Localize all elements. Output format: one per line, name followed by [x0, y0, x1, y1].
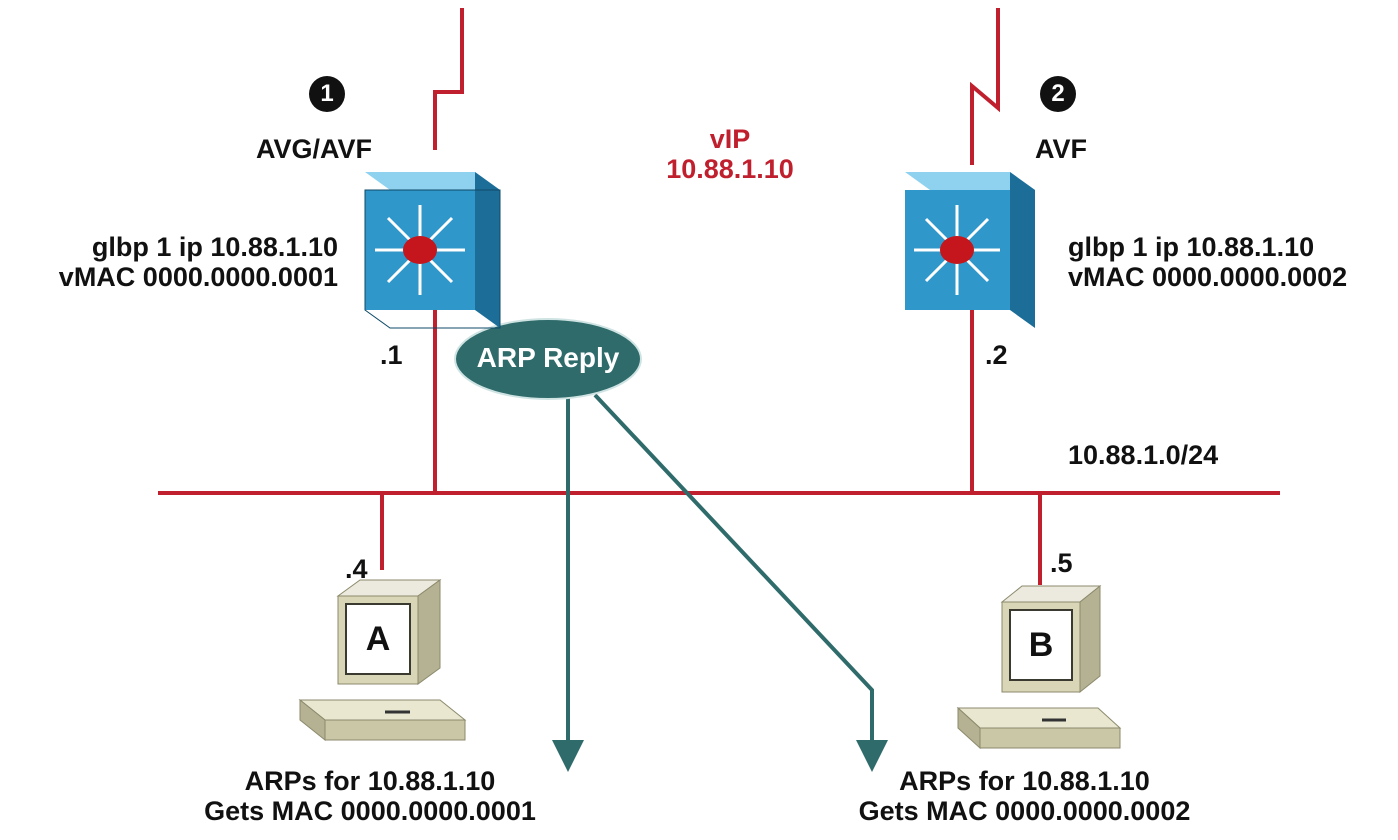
subnet-label: 10.88.1.0/24: [1068, 440, 1219, 470]
router2-config: glbp 1 ip 10.88.1.10 vMAC 0000.0000.0002: [1068, 232, 1347, 292]
host-a-workstation-icon: [298, 579, 467, 742]
host-b-letter: B: [1028, 626, 1054, 664]
host-a-caption-line1: ARPs for 10.88.1.10: [244, 766, 496, 796]
host-a-caption: ARPs for 10.88.1.10 Gets MAC 0000.0000.0…: [190, 766, 550, 826]
virtual-ip-label: vIP 10.88.1.10: [625, 124, 835, 184]
arp-reply-ellipse: [454, 318, 642, 400]
arp-reply-arrow-b: [593, 393, 888, 772]
vip-title: vIP: [709, 124, 751, 154]
step-2-badge: 2: [1040, 76, 1076, 112]
router1-config: glbp 1 ip 10.88.1.10 vMAC 0000.0000.0001: [0, 232, 338, 292]
arp-reply-label: ARP Reply: [476, 342, 620, 373]
router2-config-line1: glbp 1 ip 10.88.1.10: [1068, 232, 1315, 262]
host-b-workstation-icon: [956, 584, 1122, 750]
router1-interface-label: .1: [380, 340, 403, 370]
host-a-caption-line2: Gets MAC 0000.0000.0001: [204, 796, 536, 827]
router2-role-label: AVF: [1035, 134, 1087, 164]
host-a-interface-label: .4: [345, 554, 368, 584]
router2-config-line2: vMAC 0000.0000.0002: [1068, 262, 1348, 293]
wan-link-2: [970, 8, 1000, 165]
wan-link-1: [433, 8, 464, 150]
router1-switch-icon: [364, 172, 501, 329]
router1-role-label: AVG/AVF: [256, 134, 373, 164]
step-1-badge: 1: [309, 76, 345, 112]
router1-config-line1: glbp 1 ip 10.88.1.10: [91, 232, 338, 262]
host-b-caption: ARPs for 10.88.1.10 Gets MAC 0000.0000.0…: [842, 766, 1207, 826]
host-b-caption-line1: ARPs for 10.88.1.10: [899, 766, 1150, 796]
router2-interface-label: .2: [985, 340, 1008, 370]
host-b-interface-label: .5: [1050, 548, 1073, 578]
host-b-caption-line2: Gets MAC 0000.0000.0002: [858, 796, 1191, 827]
vip-address: 10.88.1.10: [666, 154, 794, 185]
router2-switch-icon: [905, 172, 1035, 328]
router1-config-line2: vMAC 0000.0000.0001: [58, 262, 338, 293]
host-a-letter: A: [365, 620, 391, 658]
